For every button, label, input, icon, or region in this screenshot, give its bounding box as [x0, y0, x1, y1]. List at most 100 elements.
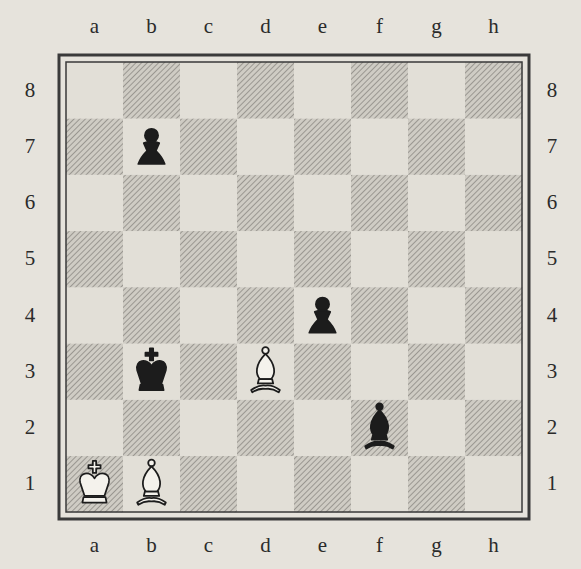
chess-king [137, 348, 166, 390]
board-square [408, 62, 465, 119]
rank-label: 7 [25, 136, 36, 157]
file-label: a [90, 535, 99, 556]
piece-part [137, 361, 166, 384]
piece-part [137, 498, 166, 505]
file-label: h [488, 16, 499, 37]
board-square [465, 456, 522, 513]
board-square [237, 175, 294, 232]
file-label: g [431, 535, 442, 556]
board-square [351, 456, 408, 513]
board-square [408, 400, 465, 457]
board-square [465, 231, 522, 288]
file-label: c [204, 535, 213, 556]
board-square [294, 456, 351, 513]
piece-part [88, 461, 100, 473]
rank-label: 5 [547, 248, 558, 269]
board-square [123, 118, 180, 175]
rank-label: 2 [547, 417, 558, 438]
board-square [465, 175, 522, 232]
board-square [180, 287, 237, 344]
rank-label: 5 [25, 248, 36, 269]
board-square [66, 456, 123, 513]
board-square [294, 400, 351, 457]
board-square [123, 400, 180, 457]
board-square [66, 231, 123, 288]
piece-part [316, 298, 329, 311]
rank-label: 8 [547, 80, 558, 101]
board-square [123, 175, 180, 232]
piece-part [372, 435, 387, 439]
board-square [180, 231, 237, 288]
board-square [123, 456, 180, 513]
file-label: e [318, 16, 327, 37]
rank-label: 3 [25, 361, 36, 382]
file-label: c [204, 16, 213, 37]
piece-part [309, 310, 335, 333]
board-square [351, 400, 408, 457]
chess-pawn [309, 298, 335, 333]
piece-part [371, 410, 388, 435]
board-square [465, 287, 522, 344]
piece-part [257, 354, 274, 379]
board-square [66, 287, 123, 344]
board-square [237, 456, 294, 513]
chess-pawn [138, 129, 164, 164]
pieces [80, 129, 394, 505]
chess-bishop [251, 347, 280, 392]
board-square [408, 118, 465, 175]
file-label: b [146, 16, 157, 37]
board-square [66, 118, 123, 175]
piece-part [376, 403, 383, 410]
file-label: a [90, 16, 99, 37]
board-square [351, 287, 408, 344]
board-square [123, 231, 180, 288]
board-square [237, 118, 294, 175]
rank-label: 1 [25, 473, 36, 494]
board-square [294, 287, 351, 344]
chess-king [80, 461, 109, 503]
board-square [294, 118, 351, 175]
rank-label: 8 [25, 80, 36, 101]
piece-part [143, 466, 160, 491]
board-square [180, 456, 237, 513]
board-square [351, 231, 408, 288]
piece-part [148, 460, 155, 467]
piece-part [145, 129, 158, 142]
chess-bishop [137, 460, 166, 505]
board-square [351, 343, 408, 400]
squares [66, 62, 522, 512]
file-label: e [318, 535, 327, 556]
board-square [294, 231, 351, 288]
board-square [408, 231, 465, 288]
board-square [294, 62, 351, 119]
board-square [180, 62, 237, 119]
board-square [237, 343, 294, 400]
board-square [237, 287, 294, 344]
board-square [66, 62, 123, 119]
board-square [180, 175, 237, 232]
piece-part [82, 497, 106, 503]
piece-part [258, 379, 273, 383]
piece-part [138, 141, 164, 164]
piece-part [251, 385, 280, 392]
rank-label: 6 [547, 192, 558, 213]
file-label: f [376, 16, 383, 37]
board-square [465, 62, 522, 119]
board-square [351, 118, 408, 175]
board-frame [59, 55, 529, 519]
board-square [408, 175, 465, 232]
piece-part [365, 442, 394, 449]
rank-label: 4 [547, 305, 558, 326]
rank-label: 7 [547, 136, 558, 157]
board-square [237, 400, 294, 457]
board-square [123, 287, 180, 344]
board-square [294, 343, 351, 400]
board-square [351, 62, 408, 119]
board-square [123, 62, 180, 119]
board-square [66, 343, 123, 400]
board-square [180, 118, 237, 175]
board-square [408, 343, 465, 400]
file-label: h [488, 535, 499, 556]
piece-part [262, 347, 269, 354]
